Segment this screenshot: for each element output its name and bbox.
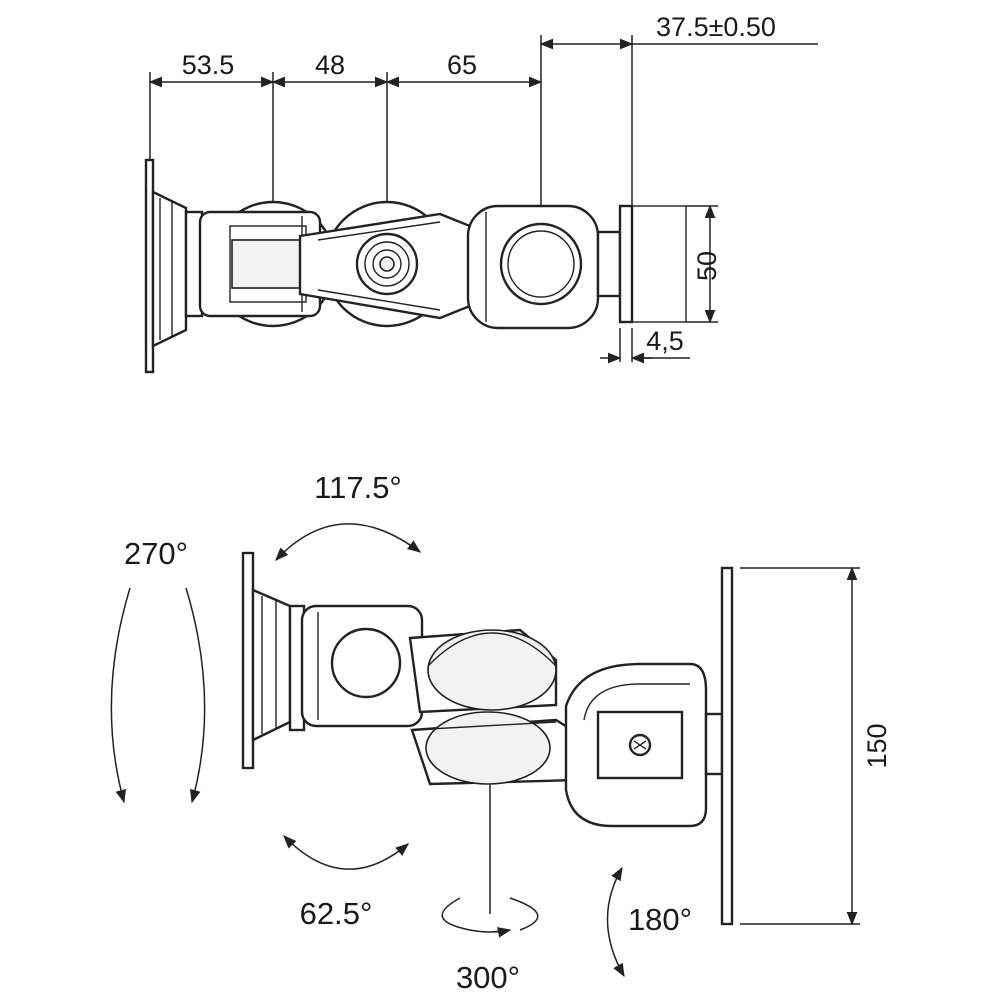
dim-base-depth: 53.5 [182, 50, 235, 80]
label-swivel-upper: 117.5° [314, 470, 402, 505]
plate-height-dimension: 150 [740, 566, 892, 926]
label-tilt-total: 270° [124, 536, 188, 571]
joint-2-top [466, 204, 622, 330]
perspective-view: 150 117.5° 270° 62.5° 300° 180° [110, 470, 892, 995]
dimension-lines [148, 38, 818, 364]
monitor-plate-bottom [720, 566, 734, 926]
wall-plate-bottom [241, 551, 306, 770]
label-swivel-lower: 62.5° [300, 896, 373, 931]
arm-link-1-top [298, 200, 472, 328]
arm-link-1-bottom [408, 628, 558, 714]
dim-plate-offset: 37.5±0.50 [656, 12, 776, 42]
dim-arm-segment-2: 65 [447, 50, 477, 80]
base-joint-bottom [300, 604, 424, 728]
arm-link-2-bottom [410, 711, 590, 786]
monitor-plate-top [618, 204, 687, 324]
dim-plate-thickness: 4,5 [646, 326, 684, 356]
top-view: 53.5 48 65 37.5±0.50 50 4,5 [144, 12, 818, 374]
dim-plate-height-front: 150 [862, 723, 892, 768]
label-pan-base: 300° [456, 960, 520, 995]
dim-plate-height-side: 50 [692, 251, 722, 281]
head-joint-bottom [564, 662, 724, 828]
dim-arm-segment-1: 48 [315, 50, 345, 80]
label-tilt-head: 180° [628, 902, 692, 937]
rotation-arrows [110, 523, 625, 978]
